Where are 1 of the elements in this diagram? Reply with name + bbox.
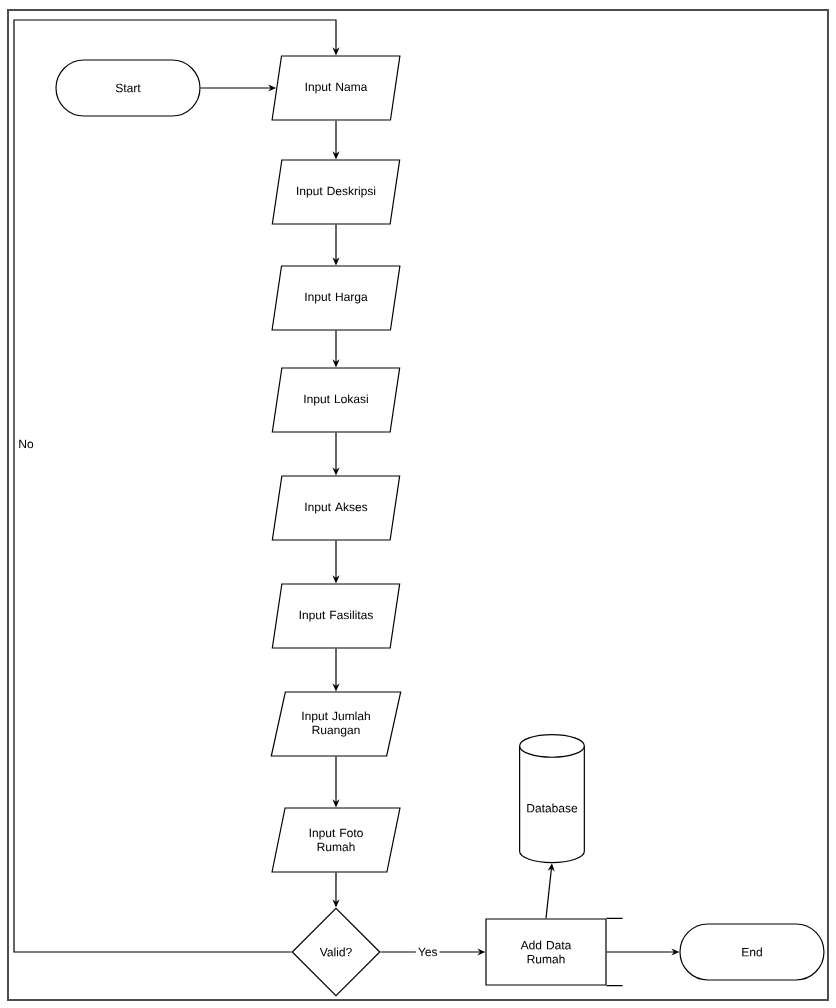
arrow bbox=[13, 19, 340, 953]
